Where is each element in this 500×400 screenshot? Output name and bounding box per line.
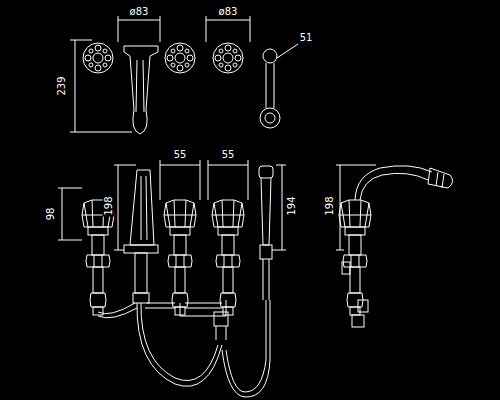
dimension-label: 98	[45, 207, 57, 222]
dimension-label: 198	[103, 195, 115, 216]
dimension-label: 55	[221, 149, 236, 161]
dimension-label: ø83	[218, 6, 239, 18]
dimension-label: 51	[299, 32, 314, 44]
dimension-label: 55	[173, 149, 188, 161]
dimension-label: 194	[286, 195, 298, 216]
dimension-label: 198	[324, 195, 336, 216]
dimension-label: 239	[56, 75, 68, 96]
dimension-label: ø83	[129, 6, 150, 18]
